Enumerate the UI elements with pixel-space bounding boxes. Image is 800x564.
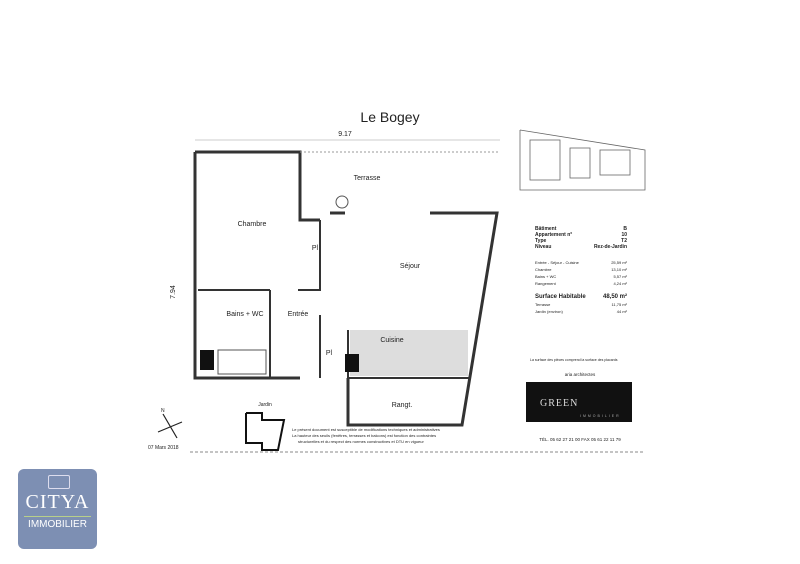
jardin-label: Jardin bbox=[258, 402, 272, 408]
citya-logo: CITYA IMMOBILIER bbox=[18, 469, 97, 549]
logo-divider bbox=[24, 516, 91, 517]
extra-value: 44 m² bbox=[617, 309, 628, 314]
dim-width: 9.17 bbox=[338, 131, 352, 138]
disclaimer-1: Le présent document est susceptible de m… bbox=[292, 427, 440, 432]
surface-label: Chambre bbox=[535, 267, 552, 272]
dim-height: 7.94 bbox=[170, 285, 177, 299]
info-value: 10 bbox=[621, 232, 627, 238]
logo-sub: IMMOBILIER bbox=[28, 519, 87, 530]
room-bains: Bains + WC bbox=[226, 311, 263, 318]
location-mini-plan bbox=[245, 412, 286, 451]
extra-label: Terrasse bbox=[535, 302, 551, 307]
info-label: Niveau bbox=[535, 244, 551, 250]
plan-title: Le Bogey bbox=[360, 109, 419, 125]
room-entree: Entrée bbox=[288, 311, 309, 318]
extra-label: Jardin (environ) bbox=[535, 309, 563, 314]
kitchen-counter bbox=[350, 330, 468, 376]
bathtub bbox=[217, 349, 267, 375]
duct bbox=[200, 350, 214, 370]
promoter-sub: IMMOBILIER bbox=[580, 414, 621, 418]
surface-label: Rangement bbox=[535, 281, 557, 286]
extra-value: 11,75 m² bbox=[612, 302, 628, 307]
room-cuisine: Cuisine bbox=[380, 337, 403, 344]
room-placard-2: Pl bbox=[326, 350, 333, 357]
total-label: Surface Habitable bbox=[535, 294, 586, 300]
surface-note: La surface des pièces comprend la surfac… bbox=[530, 358, 618, 362]
info-label: Bâtiment bbox=[535, 226, 557, 232]
disclaimer-2: La hauteur des seuils (fenêtres, terrass… bbox=[292, 433, 436, 438]
surface-value: 4,24 m² bbox=[613, 281, 627, 286]
north-label: N bbox=[161, 408, 165, 414]
info-label: Type bbox=[535, 238, 547, 244]
surface-value: 25,59 m² bbox=[611, 260, 627, 265]
room-rangement: Rangt. bbox=[392, 402, 413, 409]
room-chambre: Chambre bbox=[238, 221, 267, 228]
room-placard: Pl bbox=[312, 245, 319, 252]
walls bbox=[193, 150, 499, 427]
info-box: Bâtiment B Appartement n° 10 Type T2 Niv… bbox=[530, 226, 628, 377]
surface-value: 5,57 m² bbox=[613, 274, 627, 279]
info-label: Appartement n° bbox=[535, 232, 572, 238]
duct bbox=[345, 354, 359, 372]
promoter-phone: TÉL. 05 62 27 21 00 FAX 05 61 22 11 79 bbox=[539, 436, 621, 442]
level-marker bbox=[335, 195, 349, 209]
disclaimer-3: structurelles et du respect des normes c… bbox=[298, 439, 425, 444]
architect: aria architectes bbox=[565, 372, 596, 377]
total-value: 48,50 m² bbox=[603, 293, 627, 300]
plan-date: 07 Mars 2018 bbox=[148, 445, 179, 451]
logo-brand: CITYA bbox=[25, 491, 90, 513]
north-arrow-icon bbox=[157, 413, 183, 439]
info-value: Rez-de-Jardin bbox=[594, 244, 627, 250]
info-value: T2 bbox=[621, 238, 627, 244]
promoter-name: GREEN bbox=[540, 398, 578, 409]
surface-label: Bains + WC bbox=[535, 274, 556, 279]
info-value: B bbox=[623, 226, 627, 232]
promoter-logo bbox=[526, 382, 632, 422]
surface-value: 13,10 m² bbox=[611, 267, 627, 272]
site-map bbox=[519, 129, 646, 191]
surface-label: Entrée - Séjour - Cuisine bbox=[535, 260, 580, 265]
room-terrasse: Terrasse bbox=[354, 175, 381, 182]
room-sejour: Séjour bbox=[400, 263, 421, 270]
column-icon bbox=[48, 475, 70, 489]
